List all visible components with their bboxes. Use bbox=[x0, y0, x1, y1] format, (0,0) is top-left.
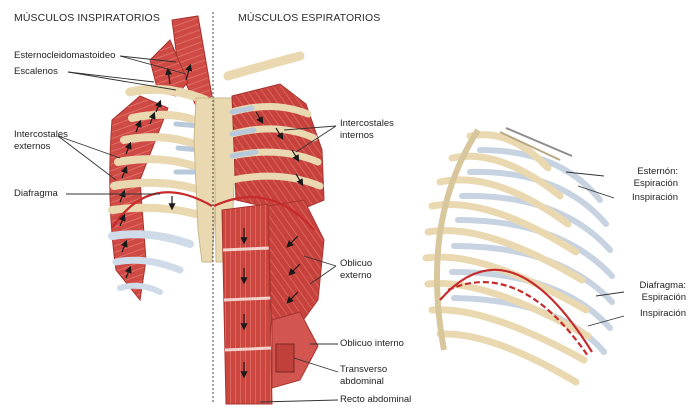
external-intercostal-muscle bbox=[110, 96, 168, 300]
label-transversus-2: abdominal bbox=[340, 376, 384, 387]
header-expiratory: MÚSCULOS ESPIRATORIOS bbox=[238, 12, 380, 24]
expiratory-thorax bbox=[214, 56, 324, 404]
label-sternum-expiration: Espiración bbox=[634, 178, 678, 189]
label-external-oblique-2: externo bbox=[340, 270, 372, 281]
label-external-intercostals-1: Intercostales bbox=[14, 129, 68, 140]
label-transversus-1: Transverso bbox=[340, 364, 387, 375]
internal-intercostal-muscle bbox=[232, 84, 324, 210]
label-internal-oblique: Oblicuo interno bbox=[340, 338, 404, 349]
label-diaphragm-inspiration: Inspiración bbox=[640, 308, 686, 319]
label-sternocleidomastoid: Esternocleidomastoideo bbox=[14, 50, 115, 61]
label-rectus: Recto abdominal bbox=[340, 394, 411, 405]
inspiratory-thorax bbox=[110, 16, 218, 300]
label-diaphragm-expiration: Espiración bbox=[642, 292, 686, 303]
label-internal-intercostals-2: internos bbox=[340, 130, 374, 141]
label-internal-intercostals-1: Intercostales bbox=[340, 118, 394, 129]
label-diaphragm: Diafragma bbox=[14, 188, 58, 199]
label-sternum-inspiration: Inspiración bbox=[632, 192, 678, 203]
transversus-abdominis-muscle bbox=[276, 344, 294, 372]
label-diaphragm-title: Diafragma: bbox=[640, 280, 686, 291]
lateral-rib-cage bbox=[426, 128, 612, 382]
label-sternum-title: Esternón: bbox=[637, 166, 678, 177]
label-scalenes: Escalenos bbox=[14, 66, 58, 77]
label-external-oblique-1: Oblicuo bbox=[340, 258, 372, 269]
header-inspiratory: MÚSCULOS INSPIRATORIOS bbox=[14, 12, 160, 24]
rectus-abdominis-muscle bbox=[222, 204, 272, 404]
label-external-intercostals-2: externos bbox=[14, 141, 50, 152]
